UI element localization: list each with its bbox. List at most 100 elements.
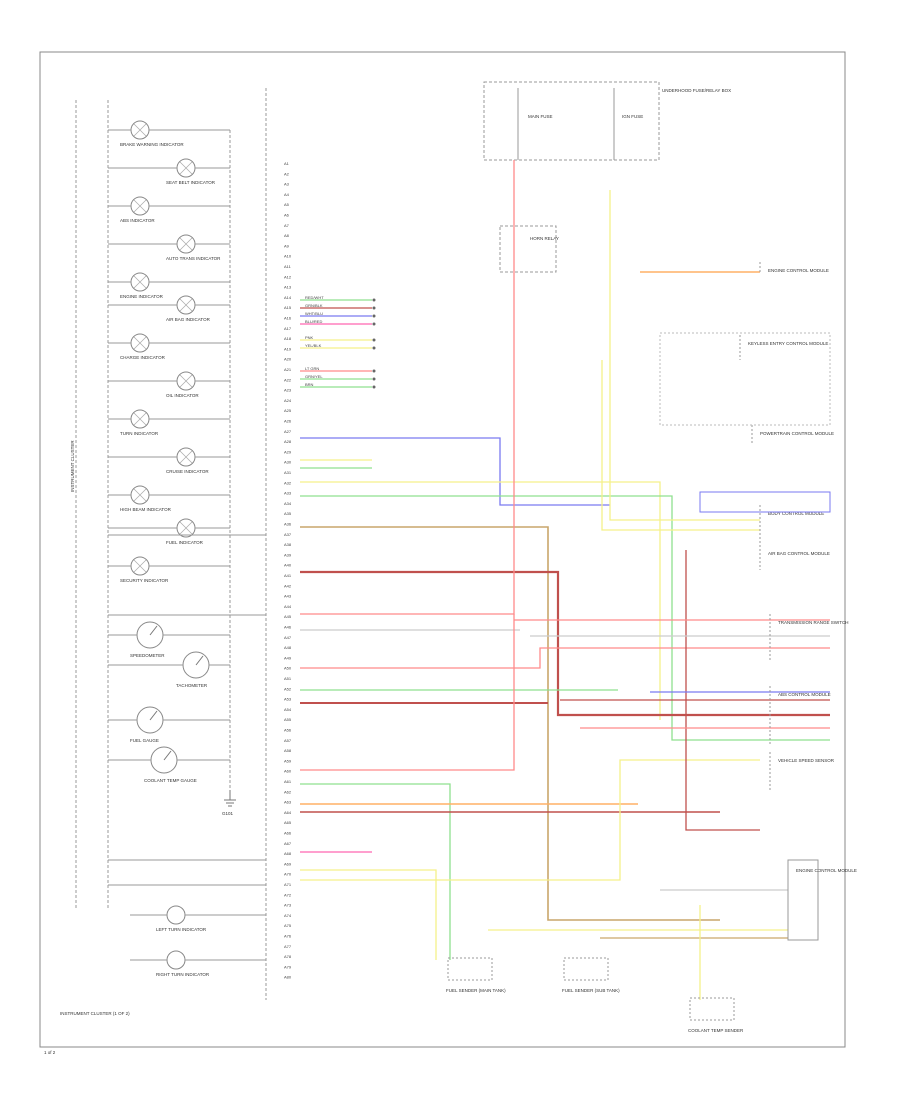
pin-number: A72 bbox=[284, 892, 292, 897]
pin-number: A37 bbox=[284, 532, 292, 537]
fuse-block bbox=[483, 81, 660, 161]
indicator-lamp: ENGINE INDICATOR bbox=[108, 272, 230, 299]
pin-number: A75 bbox=[284, 923, 292, 928]
indicator-lamp: SECURITY INDICATOR bbox=[108, 556, 230, 583]
turn-indicator-label: LEFT TURN INDICATOR bbox=[156, 927, 207, 932]
pin-number: A64 bbox=[284, 810, 292, 815]
indicator-lamp: OIL INDICATOR bbox=[108, 371, 230, 398]
turn-indicator: LEFT TURN INDICATOR bbox=[130, 905, 266, 932]
pin-number: A41 bbox=[284, 573, 292, 578]
gauge-label: FUEL GAUGE bbox=[130, 738, 159, 743]
pin-number: A50 bbox=[284, 666, 292, 671]
indicator-label: SECURITY INDICATOR bbox=[120, 578, 169, 583]
pin-number: A42 bbox=[284, 583, 292, 588]
pin-number: A57 bbox=[284, 738, 292, 743]
indicator-label: CRUISE INDICATOR bbox=[166, 469, 209, 474]
indicator-lamp: CRUISE INDICATOR bbox=[108, 447, 230, 474]
component-label: KEYLESS ENTRY CONTROL MODULE bbox=[748, 341, 828, 346]
wire bbox=[300, 481, 661, 720]
wire-label: BRN bbox=[305, 382, 314, 387]
pin-number: A6 bbox=[284, 213, 290, 218]
pin-number: A77 bbox=[284, 944, 292, 949]
pin-number: A16 bbox=[284, 316, 292, 321]
module-box bbox=[659, 332, 831, 426]
wire-label: PNK bbox=[305, 335, 314, 340]
component-label: BODY CONTROL MODULE bbox=[768, 511, 824, 516]
indicator-lamp: AIR BAG INDICATOR bbox=[108, 295, 230, 322]
fuse1-label: MAIN FUSE bbox=[528, 114, 553, 119]
pin-number: A44 bbox=[284, 604, 292, 609]
pin-number: A1 bbox=[284, 161, 290, 166]
fuse2-label: IGN FUSE bbox=[622, 114, 643, 119]
pin-number: A40 bbox=[284, 563, 292, 568]
wire bbox=[300, 783, 451, 960]
pin-number: A26 bbox=[284, 419, 292, 424]
component-label: ENGINE CONTROL MODULE bbox=[796, 868, 857, 873]
wire bbox=[300, 437, 610, 506]
pin-number: A36 bbox=[284, 522, 292, 527]
pin-number: A46 bbox=[284, 625, 292, 630]
indicator-label: CHARGE INDICATOR bbox=[120, 355, 166, 360]
wire bbox=[300, 614, 515, 771]
indicator-label: ABS INDICATOR bbox=[120, 218, 155, 223]
wire-label: GRN/BLK bbox=[305, 303, 323, 308]
page-number: 1 of 2 bbox=[44, 1050, 56, 1055]
pin-number: A54 bbox=[284, 707, 292, 712]
pin-number: A69 bbox=[284, 861, 292, 866]
pin-number: A74 bbox=[284, 913, 292, 918]
pin-number: A15 bbox=[284, 305, 292, 310]
wire bbox=[300, 647, 830, 669]
ground-label: G101 bbox=[222, 811, 234, 816]
indicator-label: FUEL INDICATOR bbox=[166, 540, 204, 545]
pin-number: A22 bbox=[284, 377, 292, 382]
indicator-lamp: TURN INDICATOR bbox=[108, 409, 230, 436]
diagram-frame bbox=[39, 51, 846, 1048]
pin-number: A73 bbox=[284, 903, 292, 908]
pin-number: A27 bbox=[284, 429, 292, 434]
ground-symbol bbox=[224, 790, 236, 807]
wire-label: WHT/BLU bbox=[305, 311, 323, 316]
right-component: ENGINE CONTROL MODULE bbox=[787, 862, 857, 940]
turn-indicator: RIGHT TURN INDICATOR bbox=[130, 950, 266, 977]
wire-label: BLU/RED bbox=[305, 319, 322, 324]
pin-number: A60 bbox=[284, 769, 292, 774]
right-component: ENGINE CONTROL MODULE bbox=[759, 262, 829, 273]
instrument-cluster-label: INSTRUMENT CLUSTER bbox=[70, 440, 75, 492]
pin-number: A8 bbox=[284, 233, 290, 238]
pin-number: A9 bbox=[284, 243, 290, 248]
indicator-label: BRAKE WARNING INDICATOR bbox=[120, 142, 184, 147]
pin-number: A32 bbox=[284, 480, 292, 485]
pin-number: A49 bbox=[284, 655, 292, 660]
gauge-label: SPEEDOMETER bbox=[130, 653, 165, 658]
pin-number: A39 bbox=[284, 552, 292, 557]
wire bbox=[609, 190, 760, 521]
component-label: TRANSMISSION RANGE SWITCH bbox=[778, 620, 849, 625]
wire bbox=[300, 759, 760, 881]
pin-number: A12 bbox=[284, 274, 292, 279]
indicator-lamp: CHARGE INDICATOR bbox=[108, 333, 230, 360]
pin-number: A23 bbox=[284, 388, 292, 393]
bottom-component: FUEL SENDER (MAIN TANK) bbox=[446, 957, 506, 993]
pin-number: A56 bbox=[284, 728, 292, 733]
wire bbox=[300, 526, 720, 921]
pin-number: A18 bbox=[284, 336, 292, 341]
bottom-component: COOLANT TEMP SENDER bbox=[688, 997, 744, 1033]
pin-number: A76 bbox=[284, 934, 292, 939]
pin-number: A30 bbox=[284, 460, 292, 465]
pin-number: A68 bbox=[284, 851, 292, 856]
wire bbox=[601, 360, 760, 531]
module-box bbox=[787, 859, 819, 941]
indicator-label: SEAT BELT INDICATOR bbox=[166, 180, 216, 185]
bottom-component-label: FUEL SENDER (MAIN TANK) bbox=[446, 988, 506, 993]
pin-number: A51 bbox=[284, 676, 292, 681]
right-component: AIR BAG CONTROL MODULE bbox=[759, 545, 830, 570]
pin-number: A78 bbox=[284, 954, 292, 959]
pin-number: A55 bbox=[284, 717, 292, 722]
gauge-label: TACHOMETER bbox=[176, 683, 208, 688]
pin-number: A24 bbox=[284, 398, 292, 403]
component-label: POWERTRAIN CONTROL MODULE bbox=[760, 431, 834, 436]
pin-number: A5 bbox=[284, 202, 290, 207]
wire-label: YEL/BLK bbox=[305, 343, 322, 348]
